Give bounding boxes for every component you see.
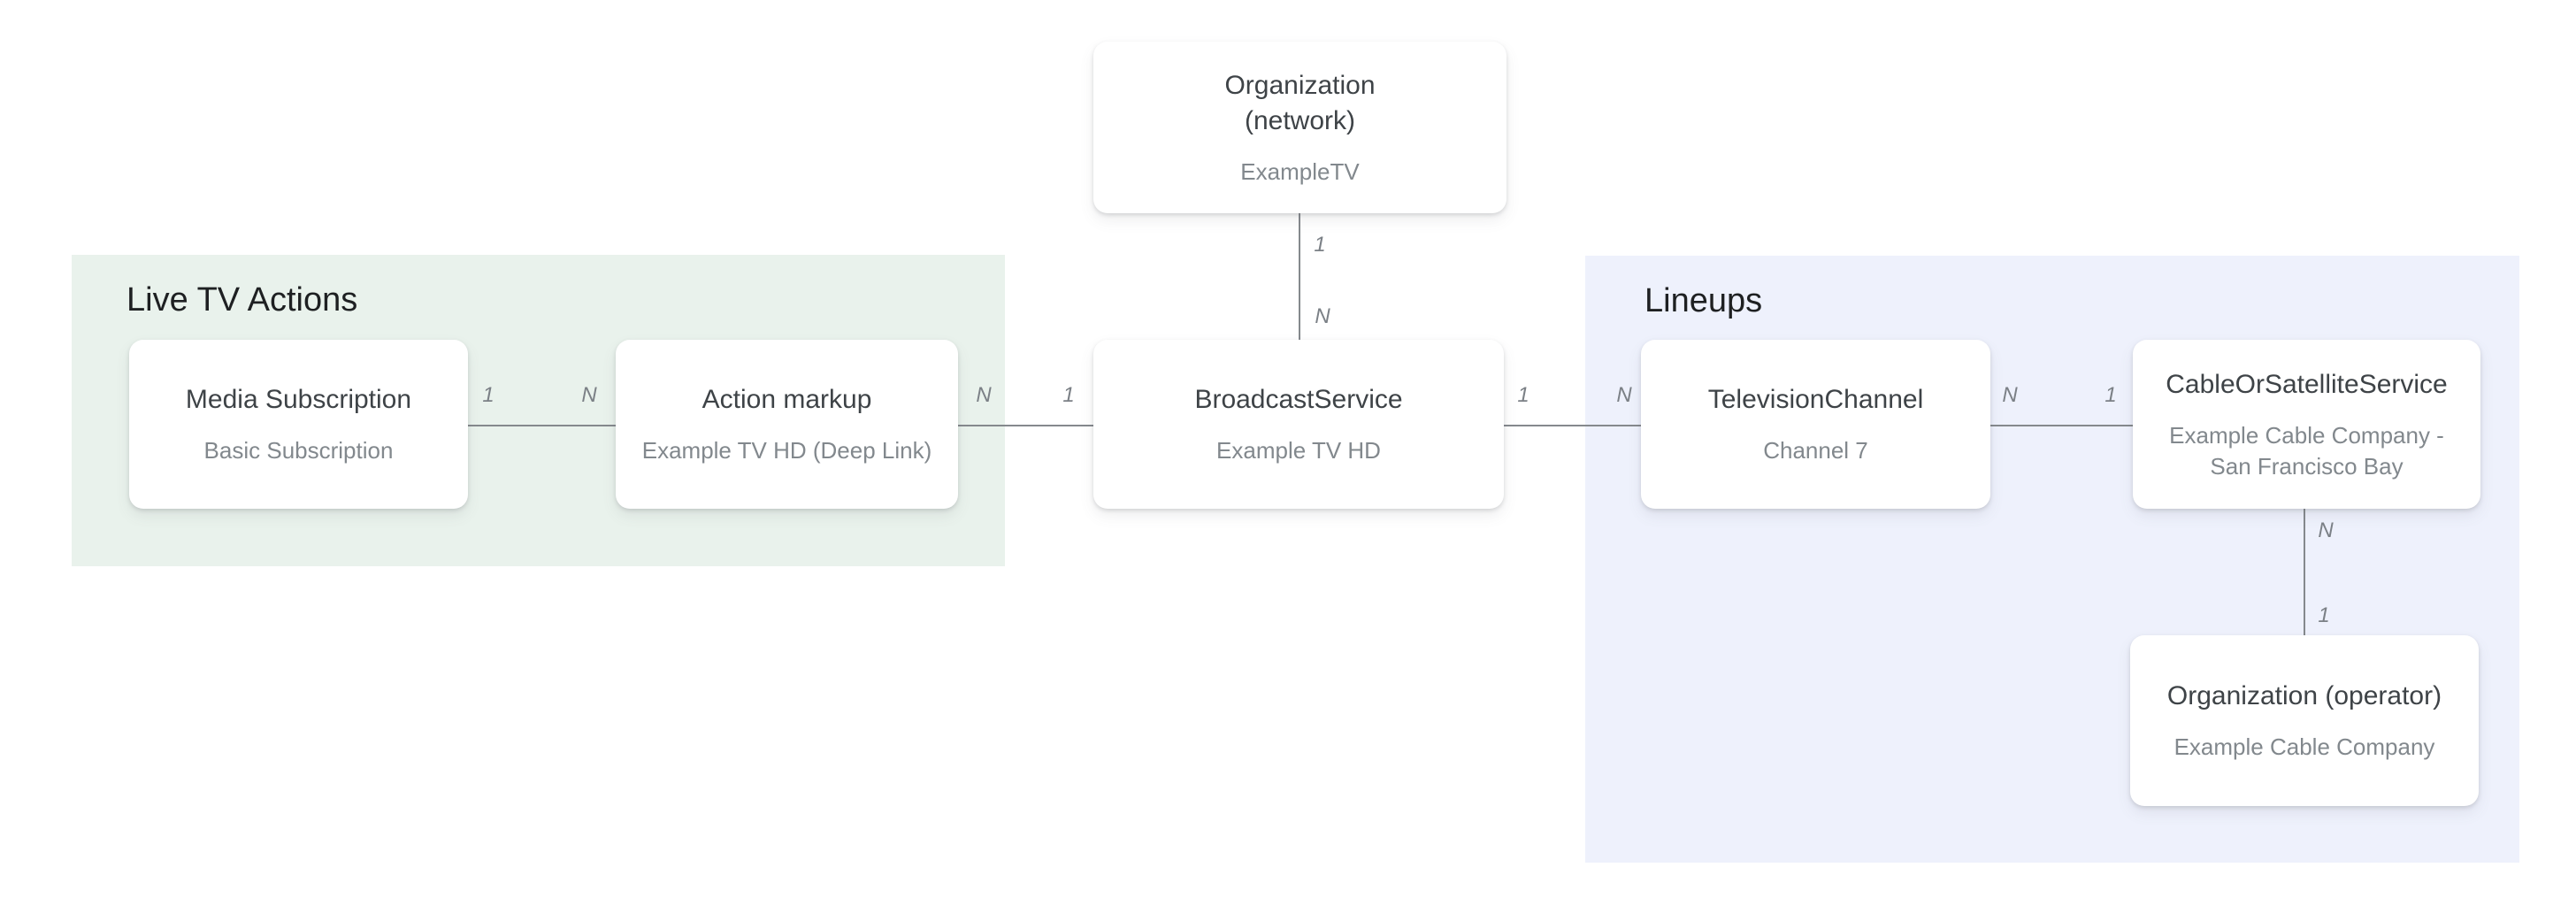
- node-subtitle: Channel 7: [1763, 437, 1868, 464]
- connector-action-to-broadcast: [958, 425, 1093, 426]
- node-cable-or-satellite-service: CableOrSatelliteService Example Cable Co…: [2133, 340, 2480, 509]
- cardinality-label: N: [1315, 304, 1330, 328]
- node-action-markup: Action markup Example TV HD (Deep Link): [616, 340, 958, 509]
- cardinality-label: 1: [1517, 383, 1530, 407]
- connector-network-to-broadcast: [1299, 212, 1300, 341]
- node-organization-network: Organization (network) ExampleTV: [1093, 42, 1506, 213]
- node-subtitle: Example TV HD: [1216, 437, 1381, 464]
- cardinality-label: 1: [482, 383, 494, 407]
- node-subtitle: ExampleTV: [1240, 157, 1360, 185]
- node-organization-operator: Organization (operator) Example Cable Co…: [2130, 635, 2479, 806]
- node-title: BroadcastService: [1194, 385, 1403, 414]
- cardinality-label: 1: [2104, 383, 2117, 407]
- cardinality-label: N: [2002, 383, 2018, 407]
- connector-media-to-action: [468, 425, 616, 426]
- node-title: Action markup: [702, 385, 872, 414]
- cardinality-label: 1: [2318, 603, 2330, 627]
- connector-channel-to-cable: [1990, 425, 2133, 426]
- node-broadcast-service: BroadcastService Example TV HD: [1093, 340, 1504, 509]
- cardinality-label: 1: [1062, 383, 1075, 407]
- cardinality-label: N: [1616, 383, 1632, 407]
- node-media-subscription: Media Subscription Basic Subscription: [129, 340, 468, 509]
- connector-broadcast-to-channel: [1504, 425, 1641, 426]
- node-subtitle: Example TV HD (Deep Link): [641, 437, 932, 464]
- cardinality-label: N: [581, 383, 597, 407]
- node-subtitle: Basic Subscription: [203, 437, 394, 464]
- node-title: (network): [1244, 105, 1356, 135]
- node-subtitle: San Francisco Bay: [2210, 452, 2404, 480]
- region-title-live-tv-actions: Live TV Actions: [126, 281, 358, 319]
- cardinality-label: N: [976, 383, 992, 407]
- node-title: CableOrSatelliteService: [2166, 369, 2448, 399]
- node-title: Organization: [1224, 70, 1376, 100]
- node-television-channel: TelevisionChannel Channel 7: [1641, 340, 1990, 509]
- node-subtitle: Example Cable Company -: [2169, 421, 2444, 449]
- node-title: TelevisionChannel: [1707, 385, 1924, 414]
- connector-cable-to-operator: [2304, 508, 2305, 636]
- cardinality-label: N: [2318, 518, 2334, 542]
- node-title: Organization (operator): [2166, 681, 2442, 710]
- cardinality-label: 1: [1314, 233, 1326, 257]
- node-subtitle: Example Cable Company: [2174, 733, 2435, 760]
- region-title-lineups: Lineups: [1644, 282, 1763, 319]
- node-title: Media Subscription: [185, 385, 412, 414]
